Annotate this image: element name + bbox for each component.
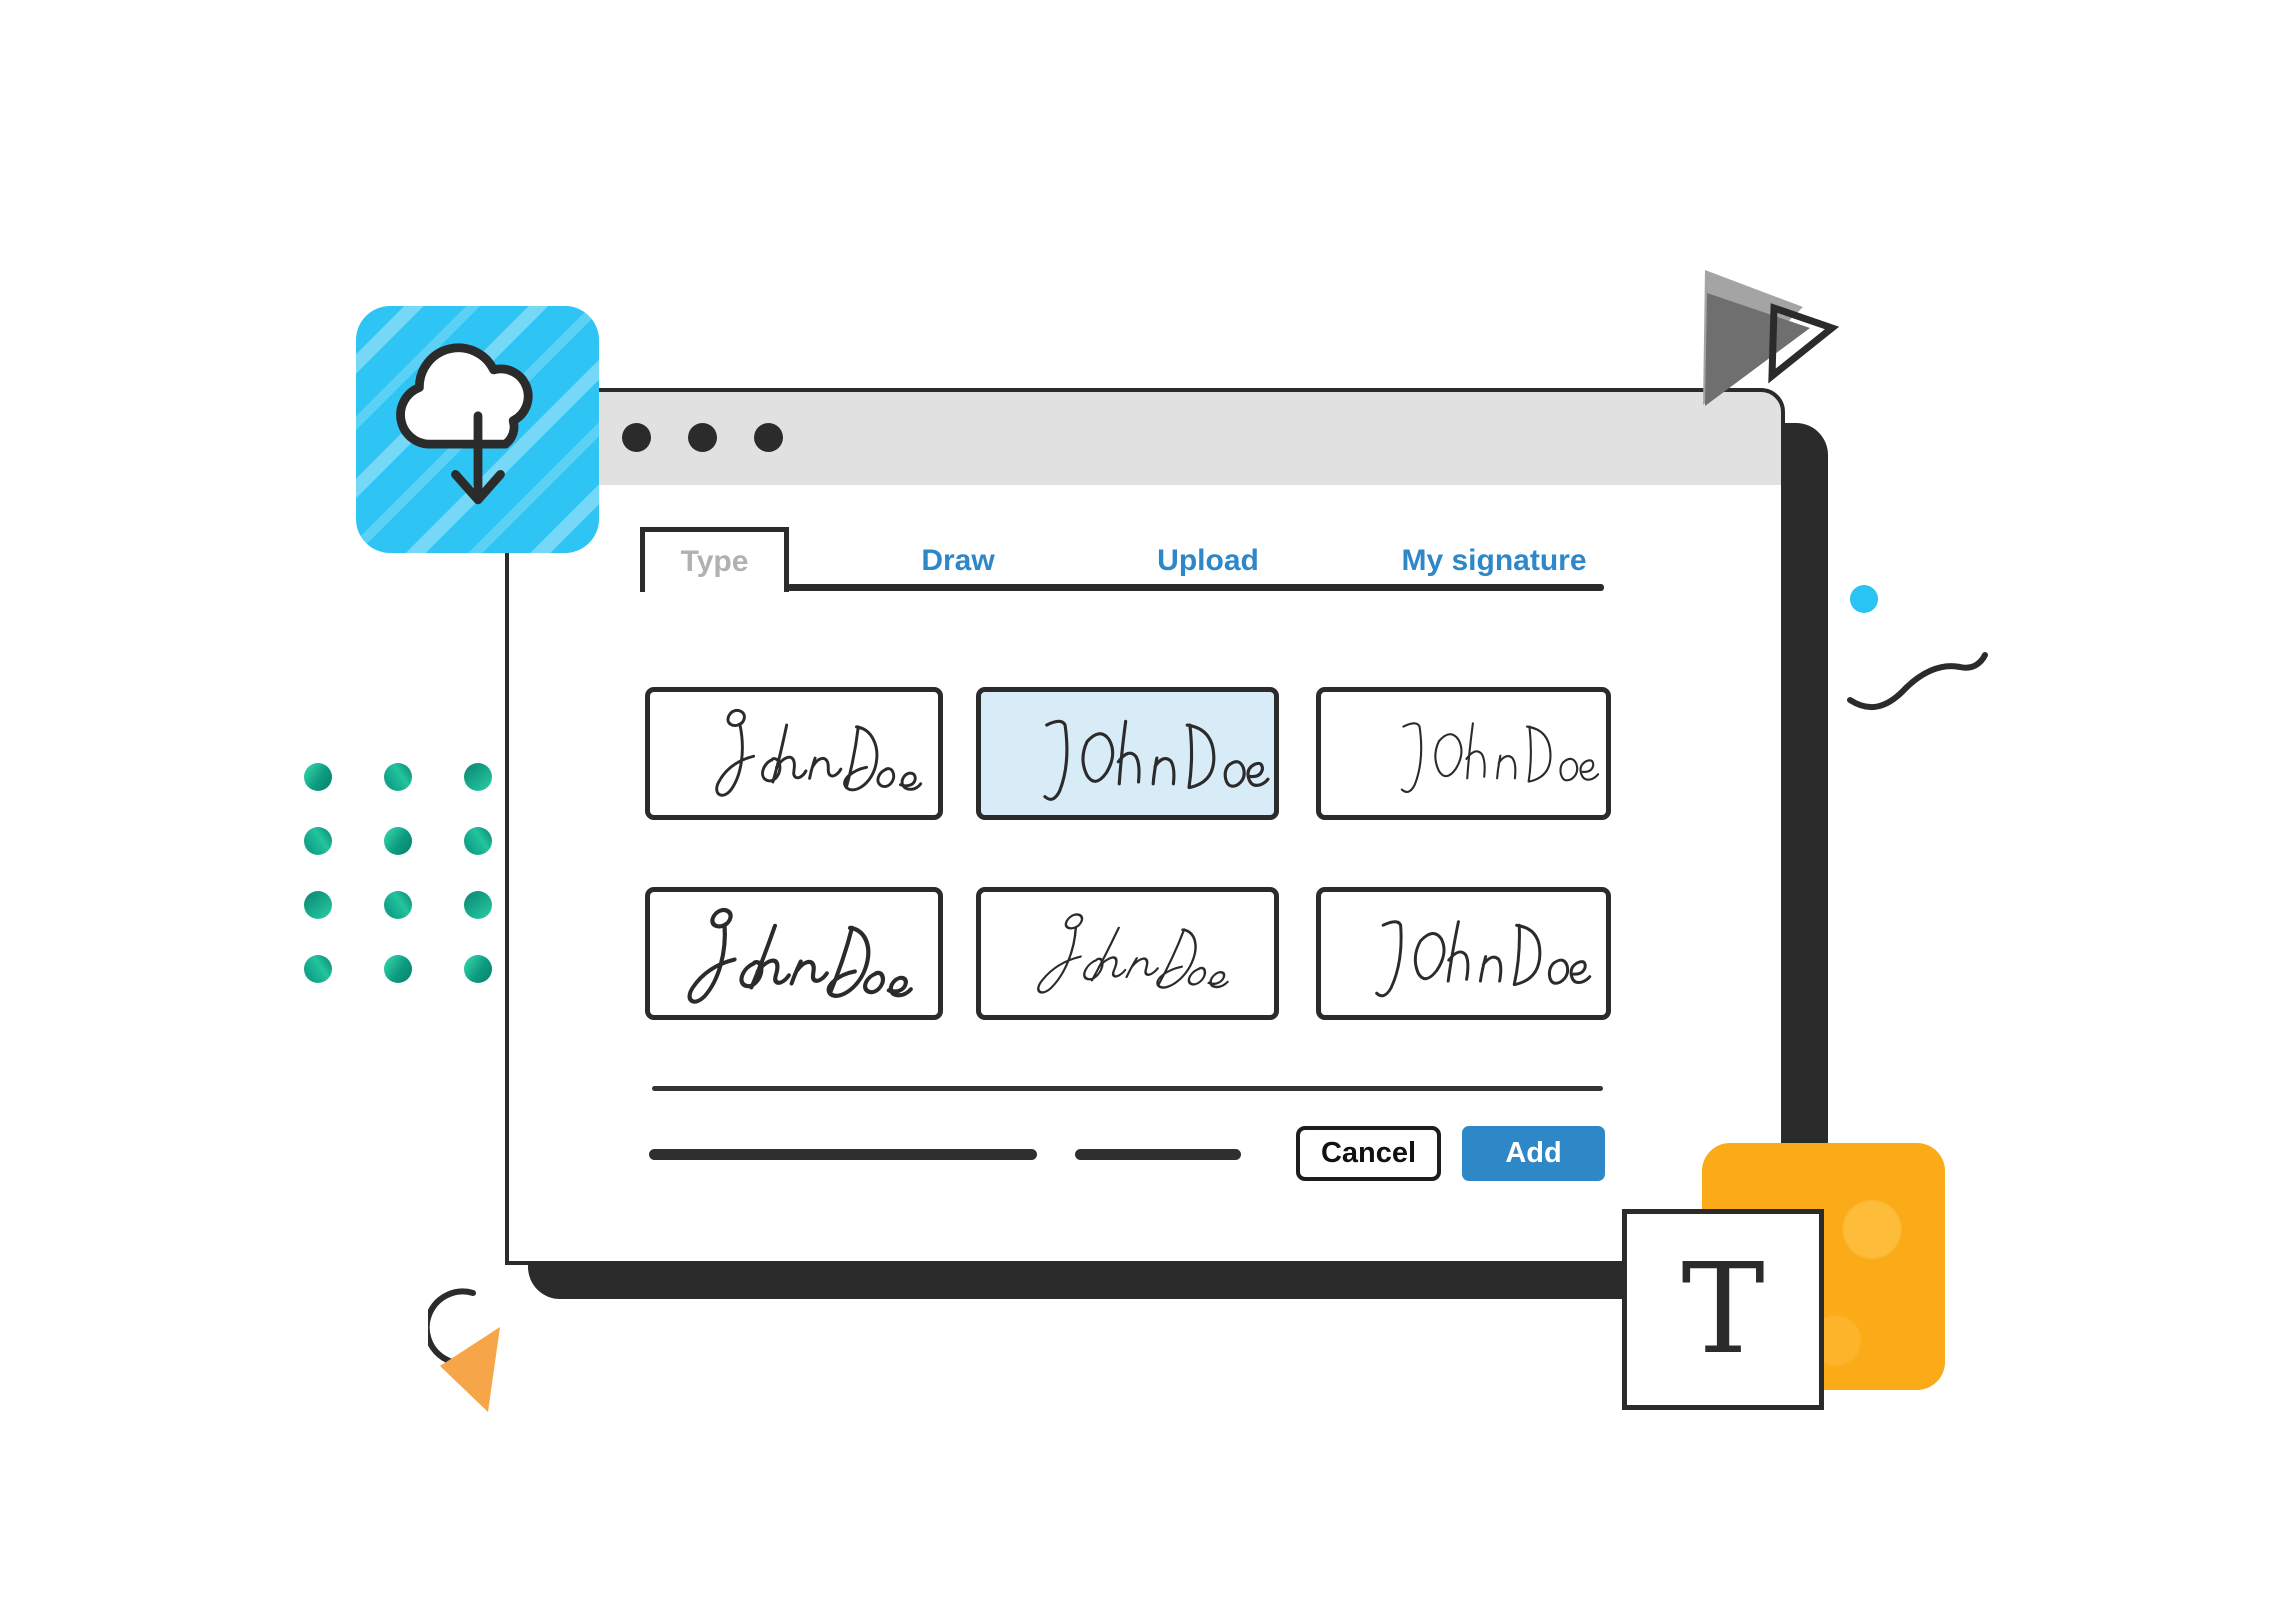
orange-arrow-icon [428, 1288, 500, 1412]
paper-plane-icon [1703, 270, 1840, 406]
window-dot-3[interactable] [754, 423, 783, 452]
signature-option-2-selected[interactable] [976, 687, 1279, 820]
blue-dot-decoration [1850, 585, 1878, 613]
window-dot-2[interactable] [688, 423, 717, 452]
green-dot [464, 891, 492, 919]
tab-my-signature[interactable]: My signature [1401, 544, 1587, 577]
tab-draw[interactable]: Draw [921, 544, 995, 577]
signature-option-3[interactable] [1316, 687, 1611, 820]
green-dot [384, 763, 412, 791]
green-dot [304, 955, 332, 983]
tab-type-label: Type [680, 545, 749, 578]
dot-grid-decoration [304, 763, 492, 983]
text-tool-tile: T [1622, 1209, 1824, 1410]
green-dot [304, 763, 332, 791]
footer-divider [652, 1086, 1603, 1091]
green-dot [464, 827, 492, 855]
green-dot [464, 955, 492, 983]
add-button[interactable]: Add [1462, 1126, 1605, 1181]
signature-option-5[interactable] [976, 887, 1279, 1020]
green-dot [384, 891, 412, 919]
signature-option-4[interactable] [645, 887, 943, 1020]
window-dot-1[interactable] [622, 423, 651, 452]
signature-preview-line [649, 1149, 1037, 1160]
signature-option-1[interactable] [645, 687, 943, 820]
add-button-label: Add [1505, 1137, 1562, 1169]
cancel-button-label: Cancel [1320, 1137, 1417, 1169]
text-tool-letter: T [1681, 1237, 1765, 1382]
signature-option-6[interactable] [1316, 887, 1611, 1020]
window-titlebar [505, 388, 1785, 489]
cancel-button[interactable]: Cancel [1296, 1126, 1441, 1181]
green-dot [384, 827, 412, 855]
green-dot [304, 891, 332, 919]
date-line [1075, 1149, 1241, 1160]
tab-type[interactable]: Type [640, 527, 789, 592]
green-dot [304, 827, 332, 855]
tab-upload[interactable]: Upload [1157, 544, 1259, 577]
tab-underline [787, 584, 1604, 591]
green-dot [464, 763, 492, 791]
squiggle-decoration [1847, 652, 1988, 710]
green-dot [384, 955, 412, 983]
cloud-download-tile [356, 306, 599, 553]
cloud-download-icon [395, 343, 533, 505]
